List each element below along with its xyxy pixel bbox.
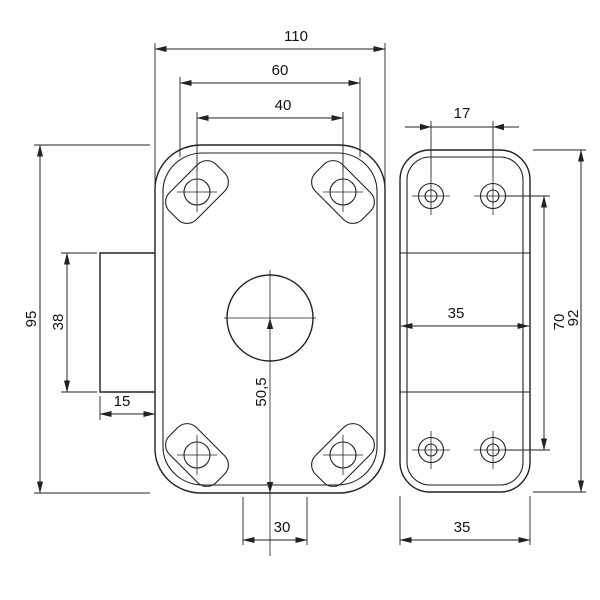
dimension-body-width: 110 — [154, 28, 386, 190]
dimension-boss-height: 38 — [50, 252, 97, 393]
arrowhead-down — [266, 482, 274, 493]
dimension-label-38: 38 — [50, 314, 67, 331]
dimension-bottom-span: 30 — [242, 497, 308, 545]
plate-hole-top-right — [474, 177, 512, 215]
plate-inner-outline — [406, 156, 524, 486]
plate-hole-top-left — [412, 177, 450, 215]
dimension-plate-height: 92 — [533, 149, 586, 493]
dimension-label-95: 95 — [23, 311, 40, 328]
dimension-label-40: 40 — [275, 97, 292, 114]
dimension-label-30: 30 — [274, 519, 291, 536]
dimension-label-110: 110 — [284, 28, 308, 45]
dimension-label-35-mid: 35 — [448, 305, 465, 322]
pocket-outline — [165, 160, 229, 224]
strike-plate-side-view — [399, 149, 531, 493]
pocket-outline — [311, 160, 375, 224]
arrowhead — [493, 123, 504, 131]
dimension-axis-to-bottom: 50,5 — [253, 318, 274, 493]
dimension-label-92: 92 — [565, 310, 582, 327]
dimension-top-outer-span: 60 — [179, 62, 361, 157]
dimension-label-15: 15 — [114, 393, 131, 410]
dimension-boss-width: 15 — [99, 393, 156, 420]
mounting-pocket-top-right — [311, 160, 375, 224]
dimension-label-70: 70 — [551, 314, 568, 331]
pocket-outline — [165, 423, 229, 487]
dimension-label-17: 17 — [454, 105, 471, 122]
mounting-pocket-bottom-right — [311, 423, 375, 487]
plate-outer-outline — [399, 149, 531, 493]
dimension-label-60: 60 — [272, 62, 289, 79]
plate-hole-bottom-right — [474, 431, 512, 469]
dimension-plate-hole-spacing: 17 — [405, 105, 519, 177]
arrowhead-up — [266, 318, 274, 329]
dimension-plate-width: 35 — [400, 305, 530, 329]
lock-body-front-view — [99, 144, 386, 556]
dimension-top-hole-spacing: 40 — [196, 97, 344, 172]
plate-hole-bottom-left — [412, 431, 450, 469]
pocket-outline — [311, 423, 375, 487]
dimension-body-height: 95 — [23, 144, 150, 494]
mounting-pocket-bottom-left — [165, 423, 229, 487]
mounting-pocket-top-left — [165, 160, 229, 224]
side-boss-outline — [99, 252, 155, 393]
dimension-plate-hole-pitch: 70 — [506, 195, 568, 451]
arrowhead — [420, 123, 431, 131]
dimension-plate-bottom-width: 35 — [399, 496, 531, 545]
dimension-label-50-5: 50,5 — [253, 377, 270, 406]
dimension-label-35-bottom: 35 — [454, 519, 471, 536]
